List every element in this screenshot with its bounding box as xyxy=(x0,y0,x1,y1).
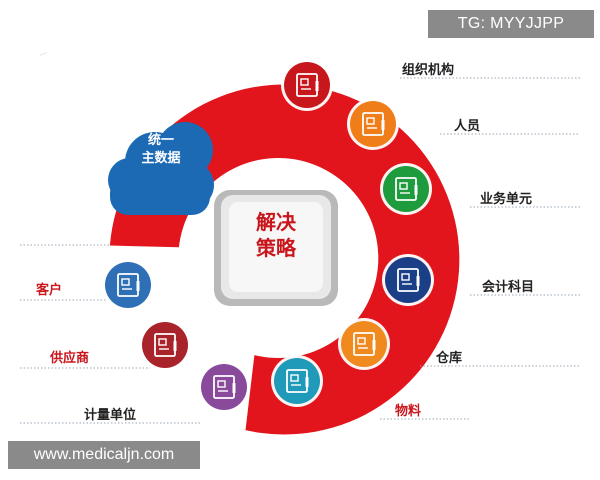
document-icon xyxy=(397,268,420,292)
center-label-line2: 策略 xyxy=(256,236,296,260)
cloud-label-line1: 统一 xyxy=(147,133,174,148)
center-label: 解决 策略 xyxy=(226,209,326,261)
document-icon xyxy=(362,112,385,136)
item-node-2 xyxy=(380,163,432,215)
document-icon xyxy=(395,177,418,201)
item-node-6 xyxy=(198,361,250,413)
leader-lines xyxy=(20,77,580,424)
label-personnel: 人员 xyxy=(454,119,481,134)
label-supplier: 供应商 xyxy=(50,351,90,366)
svg-text:~: ~ xyxy=(35,45,51,63)
label-material: 物料 xyxy=(395,404,422,419)
center-box-inner xyxy=(229,202,323,292)
label-unit: 计量单位 xyxy=(84,408,137,423)
document-icon xyxy=(353,332,376,356)
label-customer: 客户 xyxy=(36,283,63,298)
label-business-unit: 业务单元 xyxy=(480,192,533,207)
item-node-7 xyxy=(139,319,191,371)
cloud-label: 统一 主数据 xyxy=(118,132,204,168)
document-icon xyxy=(286,369,309,393)
document-icon xyxy=(154,333,177,357)
item-node-0 xyxy=(281,59,333,111)
site-url: www.medicaljn.com xyxy=(8,441,200,469)
cloud-shape xyxy=(108,122,214,215)
item-node-4 xyxy=(338,318,390,370)
document-icon xyxy=(213,375,236,399)
item-node-8 xyxy=(102,259,154,311)
label-warehouse: 仓库 xyxy=(436,351,463,366)
document-icon xyxy=(117,273,140,297)
item-node-5 xyxy=(271,355,323,407)
label-accounting: 会计科目 xyxy=(482,280,535,295)
background-watermark: ~ xyxy=(35,45,51,63)
center-label-line1: 解决 xyxy=(256,210,296,234)
watermark-tag: TG: MYYJJPP xyxy=(428,10,594,38)
item-node-3 xyxy=(382,254,434,306)
item-node-1 xyxy=(347,98,399,150)
document-icon xyxy=(296,73,319,97)
cloud-label-line2: 主数据 xyxy=(141,151,181,166)
label-org: 组织机构 xyxy=(402,63,455,78)
